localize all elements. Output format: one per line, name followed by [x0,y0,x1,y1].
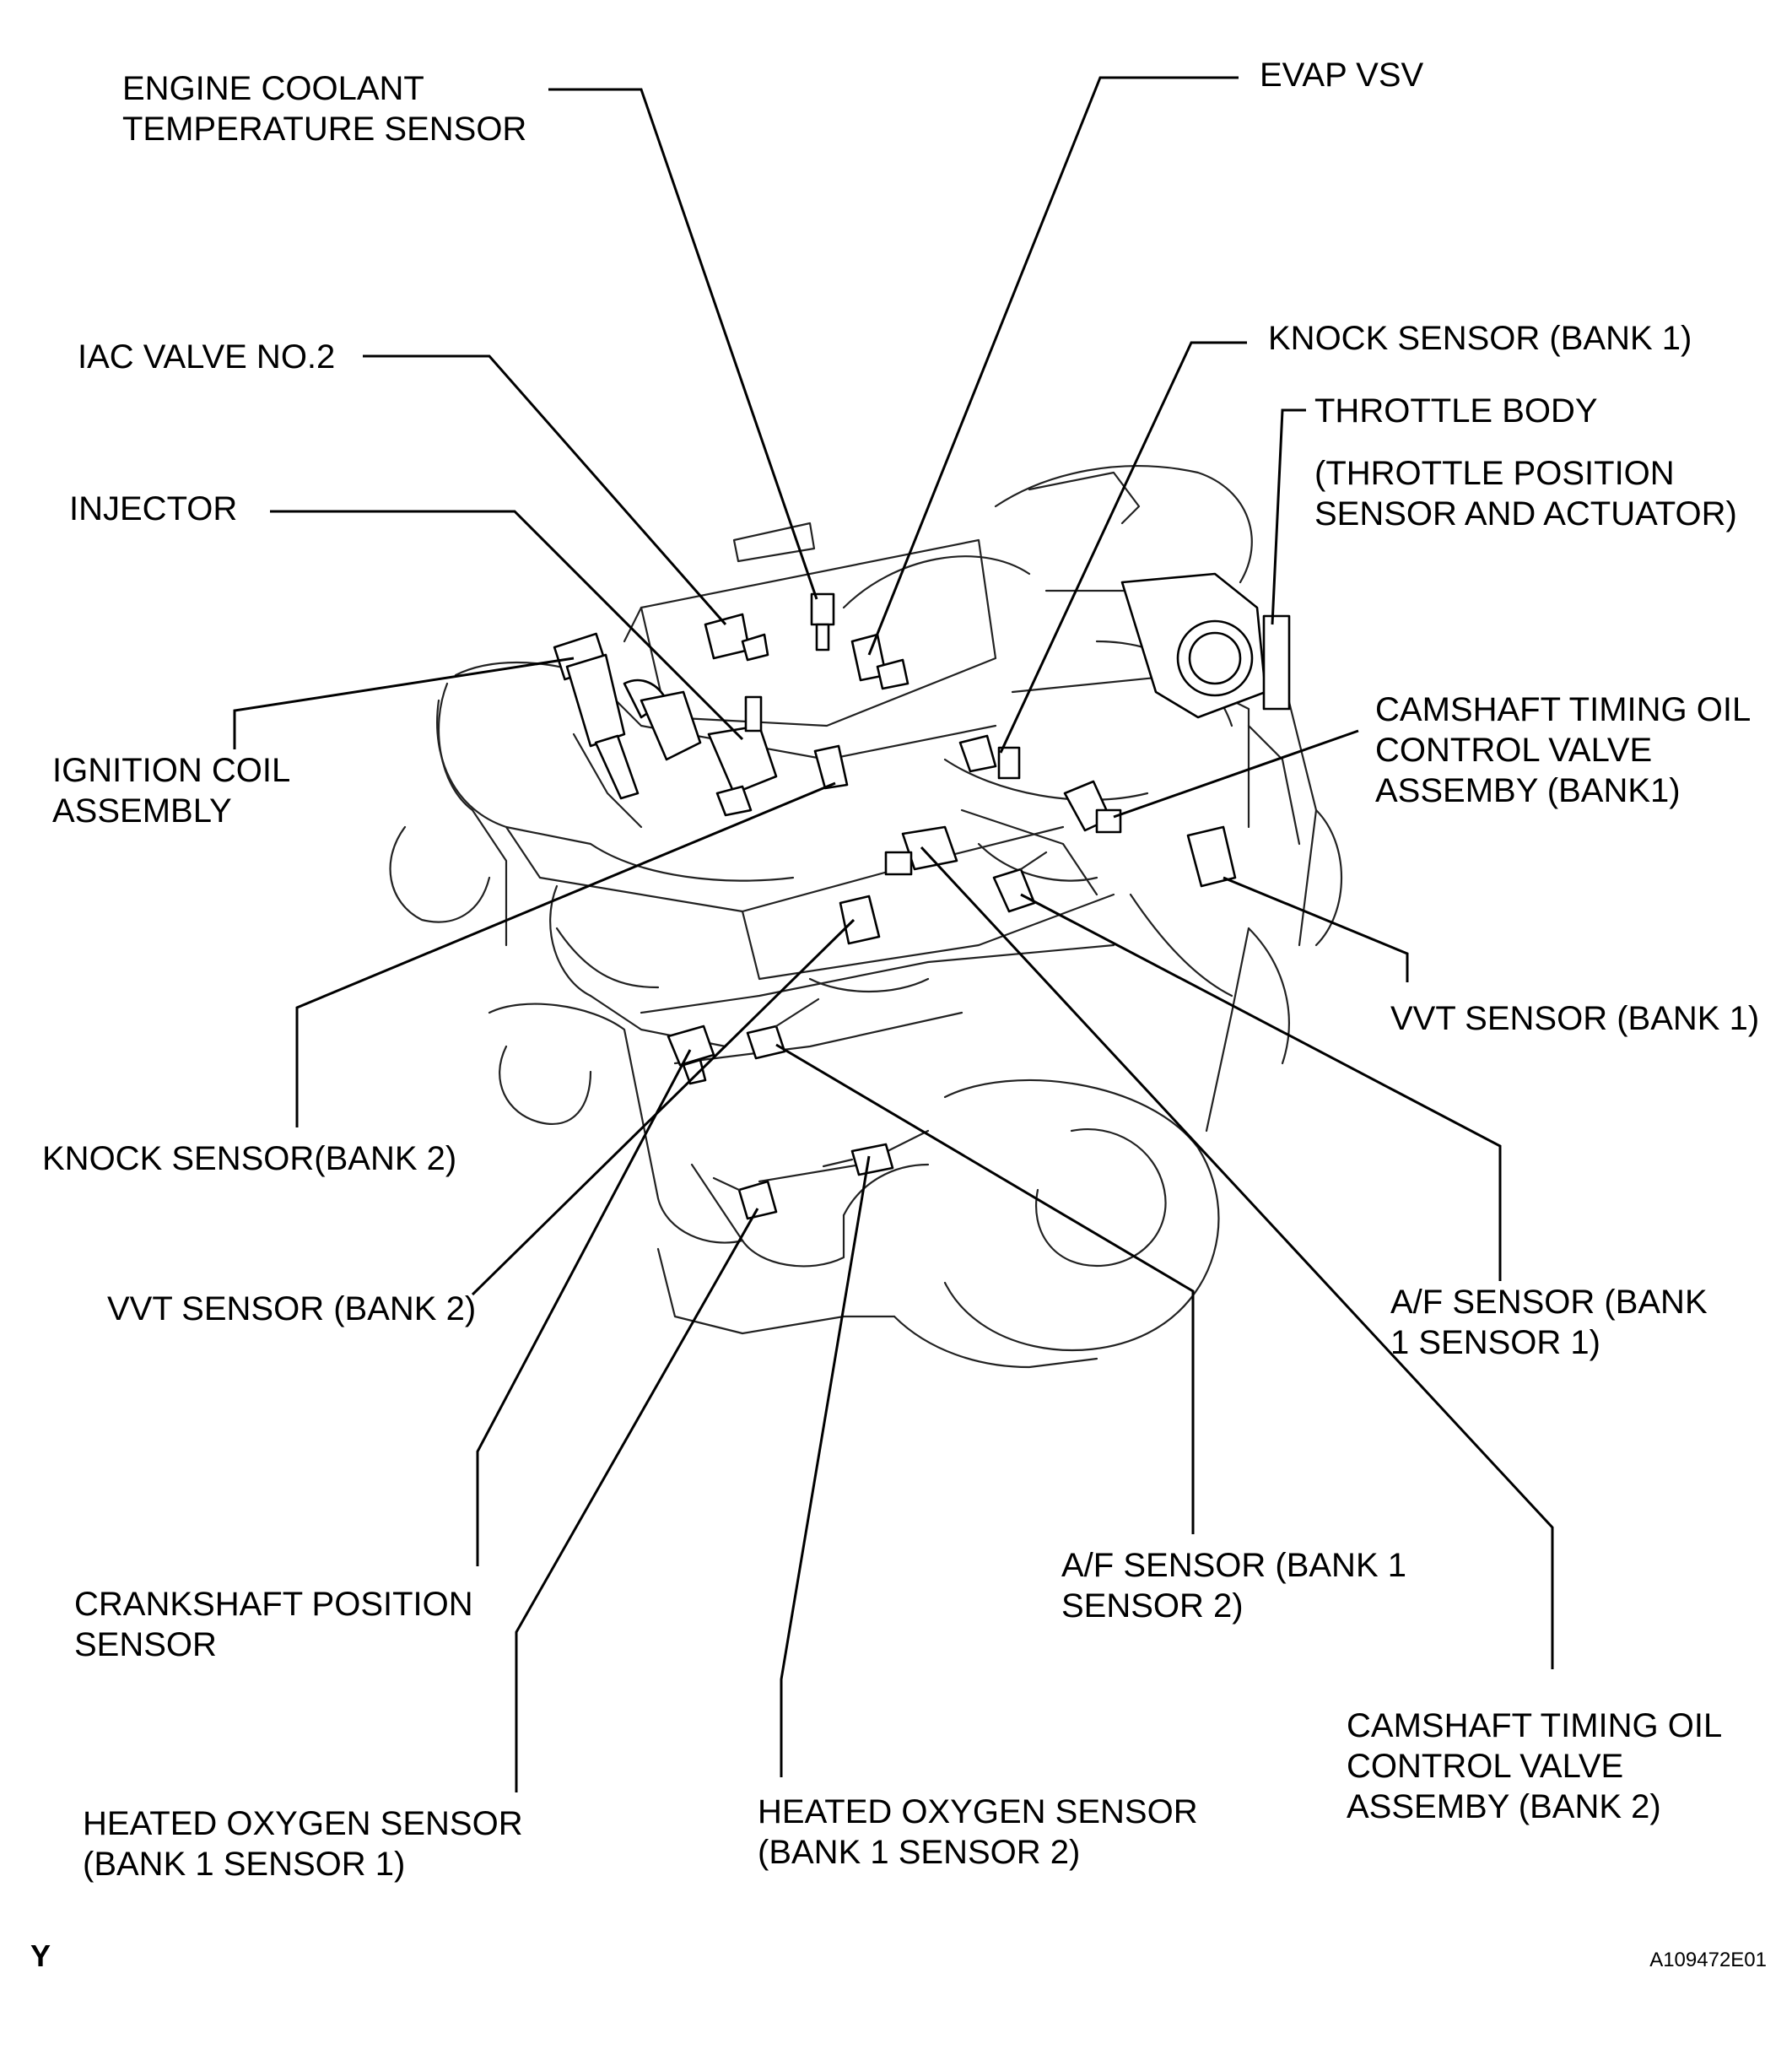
leader-lines [233,76,1554,1792]
throttle-body-part [1120,572,1291,719]
label-evap-vsv: EVAP VSV [1260,57,1424,94]
ignition-coil-part [553,632,668,800]
label-injector: INJECTOR [69,490,237,527]
label-heated-oxygen-sensor-s1: HEATED OXYGEN SENSOR (BANK 1 SENSOR 1) [83,1805,532,1883]
knock-sensor-bank2-part [813,744,849,790]
label-knock-sensor-bank1: KNOCK SENSOR (BANK 1) [1268,320,1692,357]
corner-letter: Y [30,1938,51,1973]
callout-labels: ENGINE COOLANT TEMPERATURE SENSOR EVAP V… [42,57,1759,1883]
leader-ho2-s1 [515,1208,759,1792]
label-vvt-sensor-bank2: VVT SENSOR (BANK 2) [107,1290,476,1327]
leader-iac [363,354,727,625]
label-camshaft-ocv-bank2: CAMSHAFT TIMING OIL CONTROL VALVE ASSEMB… [1347,1707,1730,1825]
af-sensor-bank1-s2-part [746,997,820,1060]
label-knock-sensor-bank2: KNOCK SENSOR(BANK 2) [42,1140,456,1177]
injector-part [640,690,778,817]
ho2-sensor-s2-part [822,1143,894,1176]
leader-throttle [1271,408,1306,625]
cam-ocv-bank2-part [884,825,958,876]
figure-code: A109472E01 [1649,1949,1767,1971]
leader-injector [270,510,744,741]
leader-knock2 [295,781,836,1127]
vvt-sensor-bank2-part [839,895,881,945]
leader-cam-ocv2 [920,846,1554,1669]
leader-ect [548,88,818,600]
label-vvt-sensor-bank1: VVT SENSOR (BANK 1) [1390,1000,1759,1037]
leader-af-s2 [775,1043,1195,1534]
label-crankshaft-position-sensor: CRANKSHAFT POSITION SENSOR [74,1586,483,1663]
label-af-sensor-bank1-sensor1: A/F SENSOR (BANK 1 SENSOR 1) [1390,1284,1717,1361]
leader-vvt2 [471,918,856,1296]
iac-valve-part [704,613,769,662]
label-ignition-coil-assembly: IGNITION COIL ASSEMBLY [52,752,299,830]
ho2-sensor-s1-part [712,1176,778,1220]
label-engine-coolant-temperature-sensor: ENGINE COOLANT TEMPERATURE SENSOR [122,70,526,148]
leader-af-s1 [1020,893,1502,1281]
label-throttle-body: THROTTLE BODY (THROTTLE POSITION SENSOR … [1314,392,1737,533]
knock-sensor-bank1-part [958,734,1021,780]
crankshaft-sensor-part [667,1024,715,1085]
leader-crank [476,1049,692,1566]
label-heated-oxygen-sensor-s2: HEATED OXYGEN SENSOR (BANK 1 SENSOR 2) [758,1793,1207,1871]
leader-vvt1 [1223,876,1409,982]
label-camshaft-ocv-bank1: CAMSHAFT TIMING OIL CONTROL VALVE ASSEMB… [1375,691,1759,809]
leader-knock1 [999,341,1247,754]
vvt-sensor-bank1-part [1186,825,1237,888]
leader-evap [867,76,1239,656]
cam-ocv-bank1-part [1063,780,1122,834]
ect-sensor-part [810,592,835,651]
evap-vsv-part [850,633,909,690]
leader-ho2-s2 [780,1155,871,1777]
label-af-sensor-bank1-sensor2: A/F SENSOR (BANK 1 SENSOR 2) [1061,1547,1416,1625]
leader-cam-ocv1 [1113,729,1359,819]
leader-ignition [233,657,575,749]
label-iac-valve-no2: IAC VALVE NO.2 [78,338,335,376]
